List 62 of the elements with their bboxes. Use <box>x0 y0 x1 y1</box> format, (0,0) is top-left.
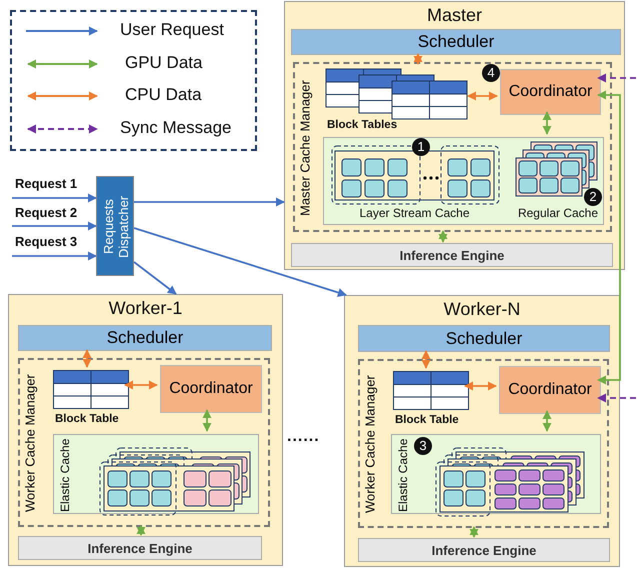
ellipsis-text: ...... <box>287 428 320 446</box>
dispatcher-label: Requests Dispatcher <box>101 194 131 260</box>
arrow <box>202 409 212 432</box>
arrow <box>12 194 97 202</box>
arrow <box>82 349 92 368</box>
table-label: Block Table <box>55 413 119 425</box>
elastic-cache-box <box>53 434 259 514</box>
panel-title: Worker-N <box>442 299 522 320</box>
arrow <box>414 53 422 65</box>
cache-manager-frame <box>358 359 609 528</box>
legend-label: User Request <box>120 20 224 40</box>
arrow <box>542 410 552 432</box>
manager-label: Master Cache Manager <box>296 79 314 218</box>
cache-label: Layer Stream Cache <box>358 206 471 220</box>
cache-manager-frame <box>293 62 612 232</box>
legend-label: GPU Data <box>125 52 202 72</box>
inference-engine-bar: Inference Engine <box>291 243 613 267</box>
arrow <box>124 380 158 390</box>
server-panel <box>344 295 620 567</box>
panel-title: Master <box>426 5 483 26</box>
edge-label: Request 2 <box>14 205 78 220</box>
cache-pool-box <box>323 137 604 225</box>
arrow <box>467 92 498 100</box>
edge-label: Request 3 <box>14 234 78 249</box>
coordinator-box: Coordinator <box>160 365 262 413</box>
arrow <box>134 198 285 206</box>
cache-manager-frame <box>18 358 270 527</box>
server-panel <box>8 294 283 566</box>
panel-title: Worker-1 <box>108 298 184 319</box>
scheduler-bar: Scheduler <box>291 29 621 55</box>
coordinator-box: Coordinator <box>500 69 601 115</box>
cache-label: Regular Cache <box>516 206 600 220</box>
arrow <box>597 90 621 384</box>
arrow <box>12 222 97 230</box>
inference-engine-bar: Inference Engine <box>18 536 262 560</box>
table-label: Block Tables <box>327 119 398 131</box>
arrow <box>422 350 430 369</box>
scheduler-bar: Scheduler <box>358 325 610 352</box>
server-panel <box>284 1 625 270</box>
elastic-cache-box <box>391 434 601 514</box>
elastic-cache-label: Elastic Cache <box>395 437 411 513</box>
dispatcher-box <box>96 176 134 276</box>
manager-label: Worker Cache Manager <box>362 374 378 516</box>
arrow <box>470 526 478 538</box>
arrow <box>12 252 97 260</box>
legend-label: Sync Message <box>120 118 232 138</box>
arrow <box>438 230 448 243</box>
coordinator-box: Coordinator <box>499 366 601 414</box>
elastic-cache-label: Elastic Cache <box>57 437 73 513</box>
edge-label: Request 1 <box>14 176 78 191</box>
arrow <box>597 74 636 82</box>
inference-engine-bar: Inference Engine <box>358 538 610 562</box>
arrow <box>597 394 636 402</box>
scheduler-bar: Scheduler <box>18 325 272 351</box>
arrow <box>136 525 146 536</box>
arrow <box>134 227 347 297</box>
legend-label: CPU Data <box>125 85 202 105</box>
arrow <box>464 382 497 390</box>
table-label: Block Table <box>395 414 459 426</box>
arrow <box>133 261 177 295</box>
arrow <box>542 111 552 135</box>
manager-label: Worker Cache Manager <box>22 374 38 514</box>
